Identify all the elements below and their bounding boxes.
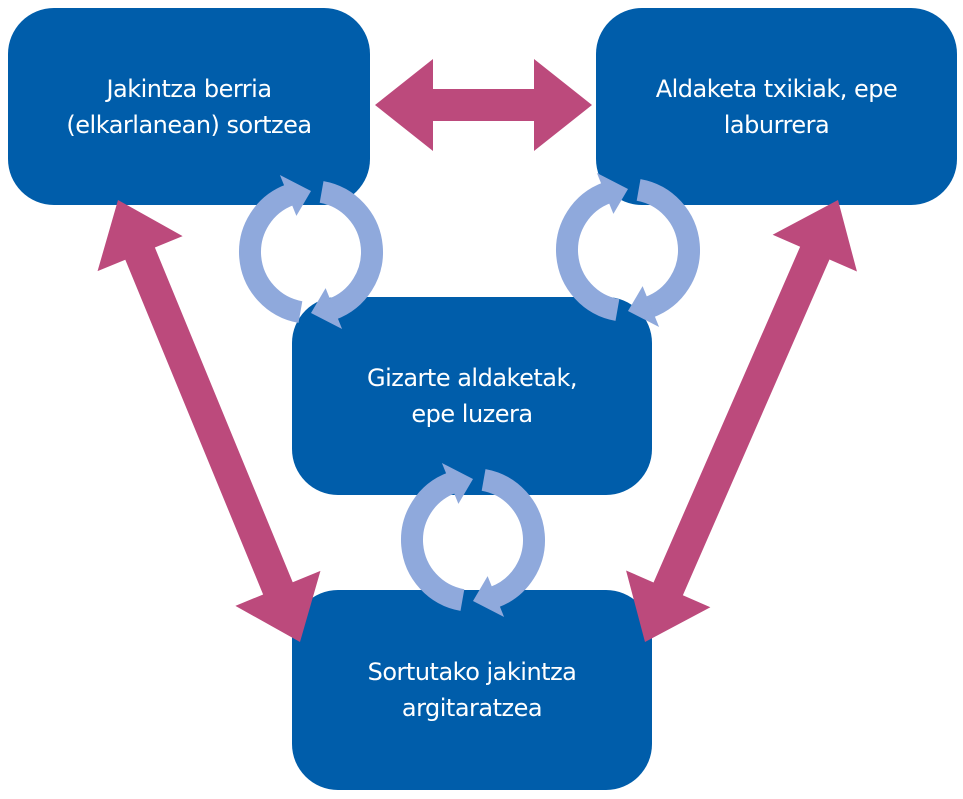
- box-publish-knowledge: Sortutako jakintza argitaratzea: [292, 590, 652, 790]
- cycle-arrows-right-icon-arc: [556, 182, 620, 321]
- cycle-arrows-left-icon-arc: [239, 184, 303, 323]
- cycle-arrows-bottom-icon-arrowhead: [473, 576, 505, 617]
- cycle-arrows-left-icon-arc: [319, 181, 383, 320]
- box-line: (elkarlanean) sortzea: [66, 110, 312, 139]
- box-social-changes: Gizarte aldaketak, epe luzera: [292, 297, 652, 495]
- box-line: argitaratzea: [401, 694, 543, 722]
- cycle-arrows-bottom-icon-arc: [481, 469, 545, 608]
- cycle-arrows-right-icon-arrowhead: [628, 286, 660, 327]
- box-line: Jakintza berria: [106, 74, 272, 103]
- cycle-arrows-left-icon-arrowhead: [311, 288, 343, 329]
- cycle-arrows-bottom-icon-arrowhead: [441, 463, 473, 504]
- box-line: Sortutako jakintza: [367, 658, 577, 686]
- box-line: laburrera: [723, 110, 830, 139]
- cycle-arrows-right-icon-arrowhead: [596, 173, 628, 214]
- box-line: epe luzera: [411, 400, 533, 428]
- double-arrow-horizontal-icon: [375, 59, 592, 151]
- double-arrow-right-diagonal-icon: [626, 200, 857, 642]
- cycle-arrows-bottom-icon-arc: [401, 472, 465, 611]
- cycle-arrows-right-icon-arc: [636, 179, 700, 318]
- cycle-arrows-left-icon-arrowhead: [279, 175, 311, 216]
- box-small-changes: Aldaketa txikiak, epe laburrera: [596, 8, 957, 205]
- box-new-knowledge: Jakintza berria (elkarlanean) sortzea: [8, 8, 370, 205]
- box-line: Gizarte aldaketak,: [366, 364, 578, 392]
- box-line: Aldaketa txikiak, epe: [655, 74, 898, 103]
- double-arrow-left-diagonal-icon: [97, 200, 321, 642]
